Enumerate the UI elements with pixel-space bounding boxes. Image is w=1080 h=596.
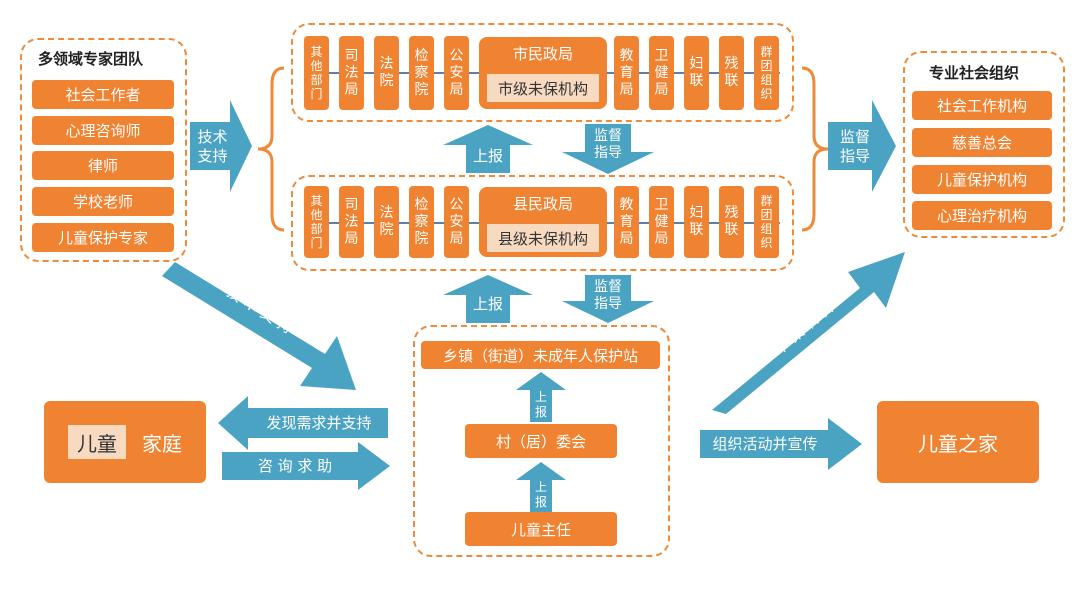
expert-item: 儿童保护专家 bbox=[32, 223, 174, 252]
city_level-dept-right-2: 妇联 bbox=[684, 36, 709, 110]
expert-team-box bbox=[20, 38, 187, 262]
organize-label: 组织活动并宣传 bbox=[712, 434, 818, 453]
social-orgs-box bbox=[903, 51, 1065, 238]
consult-label: 咨 询 求 助 bbox=[257, 456, 333, 475]
town-station-box bbox=[413, 325, 670, 557]
county_level-dept-right-0: 教育局 bbox=[614, 186, 639, 258]
consult-arrow bbox=[222, 442, 390, 490]
expert-item: 学校老师 bbox=[32, 187, 174, 216]
county_level-dept-left-1: 司法局 bbox=[339, 186, 364, 258]
report-up-arrow-1 bbox=[443, 125, 533, 173]
tech-support-long-arrow bbox=[162, 262, 356, 390]
expert-item: 律师 bbox=[32, 151, 174, 180]
report-arrow-committee bbox=[516, 372, 566, 422]
report-up-label-2: 上报 bbox=[472, 294, 503, 313]
county-protection-agency: 县级未保机构 bbox=[487, 224, 599, 252]
social-org-item: 社会工作机构 bbox=[912, 91, 1052, 120]
supervise-right-label: 监督指导 bbox=[839, 128, 870, 165]
left-brace bbox=[257, 66, 285, 232]
discover-arrow bbox=[218, 396, 388, 450]
expert-item: 心理咨询师 bbox=[32, 116, 174, 145]
report-arrow-director bbox=[516, 462, 566, 512]
city-protection-agency: 市级未保机构 bbox=[487, 74, 599, 102]
report-label-committee: 上报 bbox=[534, 390, 547, 419]
report-label-director: 上报 bbox=[534, 480, 547, 509]
referral-arrow bbox=[712, 252, 905, 414]
family-label: 家庭 bbox=[142, 431, 182, 456]
city_level-dept-right-0: 教育局 bbox=[614, 36, 639, 110]
city_level-dept-left-4: 公安局 bbox=[444, 36, 469, 110]
city_level-dept-left-3: 检察院 bbox=[409, 36, 434, 110]
social-org-item: 心理治疗机构 bbox=[912, 201, 1052, 230]
city_level-dept-left-0: 其他部门 bbox=[304, 36, 329, 110]
child-home: 儿童之家 bbox=[877, 401, 1039, 483]
county_level-dept-left-2: 法院 bbox=[374, 186, 399, 258]
expert-item: 社会工作者 bbox=[32, 80, 174, 109]
town-station: 乡镇（街道）未成年人保护站 bbox=[421, 341, 660, 369]
village-committee: 村（居）委会 bbox=[465, 424, 617, 458]
child-director: 儿童主任 bbox=[465, 512, 617, 546]
supervise-down-arrow-2 bbox=[562, 275, 654, 323]
county_level-dept-left-0: 其他部门 bbox=[304, 186, 329, 258]
tech-support-arrow bbox=[190, 100, 252, 192]
supervise-down-arrow-1 bbox=[562, 124, 654, 174]
city_level-dept-right-1: 卫健局 bbox=[649, 36, 674, 110]
county_level-dept-left-4: 公安局 bbox=[444, 186, 469, 258]
social-org-item: 慈善总会 bbox=[912, 128, 1052, 157]
report-up-label-1: 上报 bbox=[472, 146, 503, 165]
discover-label: 发现需求并支持 bbox=[266, 413, 372, 432]
organize-arrow bbox=[700, 418, 862, 470]
county_level-dept-right-3: 残联 bbox=[719, 186, 744, 258]
social-org-item: 儿童保护机构 bbox=[912, 165, 1052, 194]
children-family-box: 儿童 家庭 bbox=[44, 401, 206, 483]
city_level-dept-right-3: 残联 bbox=[719, 36, 744, 110]
report-up-arrow-2 bbox=[443, 275, 533, 323]
county_level-dept-right-4: 群团组织 bbox=[754, 186, 779, 258]
children-label: 儿童 bbox=[68, 425, 126, 459]
county_level-dept-right-2: 妇联 bbox=[684, 186, 709, 258]
supervise-right-arrow bbox=[828, 100, 896, 192]
expert-team-title: 多领域专家团队 bbox=[38, 50, 144, 68]
city_level-dept-left-2: 法院 bbox=[374, 36, 399, 110]
supervise-down-label-2: 监督指导 bbox=[594, 279, 622, 312]
county_level-dept-right-1: 卫健局 bbox=[649, 186, 674, 258]
city_level-dept-left-1: 司法局 bbox=[339, 36, 364, 110]
county_level-dept-left-3: 检察院 bbox=[409, 186, 434, 258]
city-level-box bbox=[291, 23, 794, 122]
social-orgs-title: 专业社会组织 bbox=[929, 64, 1020, 82]
tech-support-label: 技术支持 bbox=[197, 128, 228, 165]
supervise-down-label-1: 监督指导 bbox=[594, 128, 622, 161]
county-level-box bbox=[291, 175, 794, 271]
city_level-dept-right-4: 群团组织 bbox=[754, 36, 779, 110]
